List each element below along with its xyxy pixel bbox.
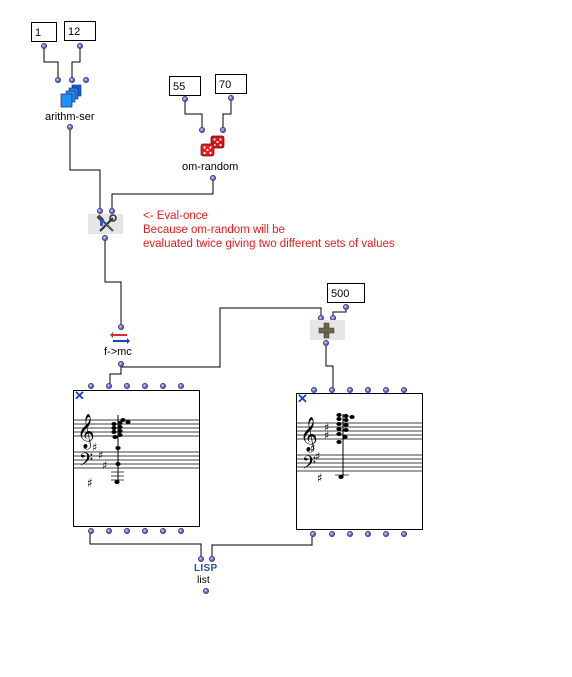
inlet[interactable] bbox=[109, 208, 115, 214]
svg-text:♯: ♯ bbox=[87, 476, 93, 490]
lisp-icon[interactable]: LISP bbox=[194, 563, 218, 574]
number-box-start[interactable]: 1 bbox=[31, 22, 57, 42]
outlet[interactable] bbox=[88, 528, 94, 534]
close-x-icon[interactable]: ✕ bbox=[74, 388, 85, 403]
number-box-500[interactable]: 500 bbox=[327, 283, 365, 303]
inlet[interactable] bbox=[198, 556, 204, 562]
svg-text:♯: ♯ bbox=[102, 459, 107, 472]
svg-text:𝄢: 𝄢 bbox=[302, 453, 316, 478]
svg-text:♯: ♯ bbox=[324, 421, 329, 434]
svg-text:𝄞: 𝄞 bbox=[300, 417, 318, 453]
inlet[interactable] bbox=[97, 208, 103, 214]
svg-text:♯: ♯ bbox=[317, 471, 323, 485]
number-box-min[interactable]: 55 bbox=[169, 76, 201, 96]
svg-text:♯: ♯ bbox=[98, 449, 103, 462]
list-label: list bbox=[197, 574, 210, 586]
chord-score-editor-2[interactable]: ✕ 𝄞 𝄢 ♯ ♯ ♯ ♯ ♯ bbox=[296, 391, 423, 530]
outlet[interactable] bbox=[182, 96, 188, 102]
comment-line-1: <- Eval-once bbox=[143, 210, 208, 222]
outlet[interactable] bbox=[160, 528, 166, 534]
svg-text:♯: ♯ bbox=[315, 450, 320, 463]
outlet[interactable] bbox=[118, 361, 124, 367]
inlet[interactable] bbox=[83, 77, 89, 83]
inlet[interactable] bbox=[311, 387, 317, 393]
outlet[interactable] bbox=[67, 124, 73, 130]
svg-text:𝄢: 𝄢 bbox=[79, 450, 93, 475]
outlet[interactable] bbox=[323, 340, 329, 346]
outlet[interactable] bbox=[210, 175, 216, 181]
inlet[interactable] bbox=[106, 383, 112, 389]
outlet[interactable] bbox=[347, 531, 353, 537]
comment-line-3: evaluated twice giving two different set… bbox=[143, 238, 395, 250]
outlet[interactable] bbox=[343, 304, 349, 310]
svg-text:𝄞: 𝄞 bbox=[77, 414, 95, 450]
stacked-blue-squares-icon[interactable] bbox=[58, 84, 84, 110]
plus-icon[interactable] bbox=[318, 322, 335, 339]
inlet[interactable] bbox=[383, 387, 389, 393]
outlet[interactable] bbox=[41, 43, 47, 49]
outlet[interactable] bbox=[178, 528, 184, 534]
conversion-arrows-icon[interactable] bbox=[110, 331, 130, 345]
inlet[interactable] bbox=[199, 127, 205, 133]
outlet[interactable] bbox=[329, 531, 335, 537]
outlet[interactable] bbox=[228, 95, 234, 101]
inlet[interactable] bbox=[365, 387, 371, 393]
outlet[interactable] bbox=[383, 531, 389, 537]
close-x-icon[interactable]: ✕ bbox=[297, 391, 308, 406]
inlet[interactable] bbox=[401, 387, 407, 393]
outlet[interactable] bbox=[102, 235, 108, 241]
svg-text:♯: ♯ bbox=[324, 429, 329, 442]
outlet[interactable] bbox=[401, 531, 407, 537]
number-box-end[interactable]: 12 bbox=[64, 21, 96, 41]
inlet[interactable] bbox=[178, 383, 184, 389]
score-notation-2: 𝄞 𝄢 ♯ ♯ ♯ ♯ ♯ bbox=[297, 413, 422, 485]
inlet[interactable] bbox=[88, 383, 94, 389]
comment-line-2: Because om-random will be bbox=[143, 224, 285, 236]
score-notation-1: 𝄞 𝄢 ♯ ♯ ♯ ♯ bbox=[74, 414, 199, 490]
number-box-max[interactable]: 70 bbox=[215, 74, 247, 94]
svg-text:♯: ♯ bbox=[92, 441, 97, 454]
hammer-wrench-icon[interactable] bbox=[96, 214, 118, 234]
outlet[interactable] bbox=[203, 588, 209, 594]
svg-text:♯: ♯ bbox=[310, 442, 315, 455]
inlet[interactable] bbox=[142, 383, 148, 389]
outlet[interactable] bbox=[124, 528, 130, 534]
f-to-mc-label: f->mc bbox=[104, 346, 132, 358]
outlet[interactable] bbox=[106, 528, 112, 534]
outlet[interactable] bbox=[365, 531, 371, 537]
chord-score-editor-1[interactable]: ✕ 𝄞 𝄢 ♯ ♯ ♯ ♯ bbox=[73, 388, 200, 527]
outlet[interactable] bbox=[77, 43, 83, 49]
outlet[interactable] bbox=[310, 531, 316, 537]
outlet[interactable] bbox=[142, 528, 148, 534]
inlet[interactable] bbox=[347, 387, 353, 393]
inlet[interactable] bbox=[160, 383, 166, 389]
om-random-label: om-random bbox=[182, 161, 239, 173]
inlet[interactable] bbox=[124, 383, 130, 389]
inlet[interactable] bbox=[118, 324, 124, 330]
inlet[interactable] bbox=[220, 127, 226, 133]
inlet[interactable] bbox=[329, 387, 335, 393]
arithm-ser-label: arithm-ser bbox=[45, 111, 95, 123]
inlet[interactable] bbox=[55, 77, 61, 83]
inlet[interactable] bbox=[209, 556, 215, 562]
inlet[interactable] bbox=[69, 77, 75, 83]
red-dice-icon[interactable] bbox=[200, 134, 228, 160]
